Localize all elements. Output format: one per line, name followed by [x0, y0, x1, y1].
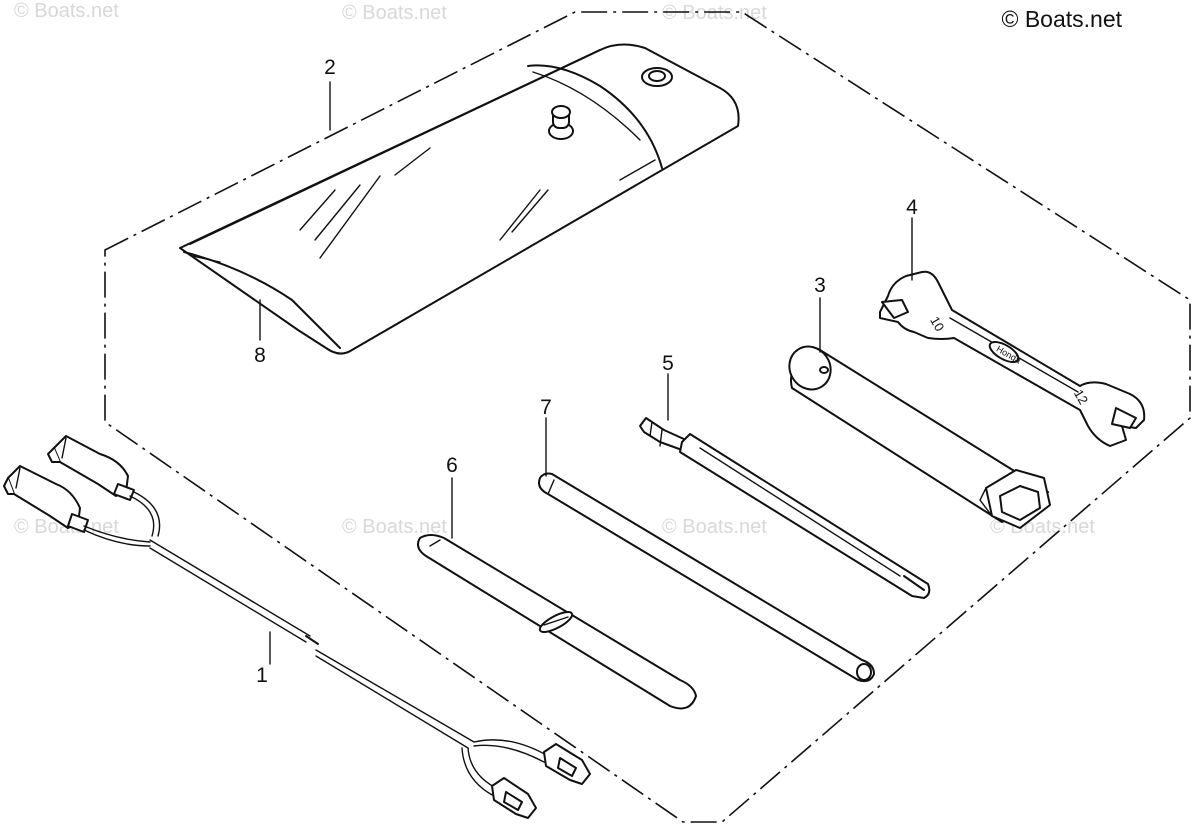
callout-3: 3 [814, 274, 826, 297]
wrench-size-12: 12 [1071, 387, 1091, 407]
screwdriver-icon[interactable] [639, 417, 931, 599]
watermark-mid-center: © Boats.net [342, 516, 447, 538]
spark-plug-wrench-icon[interactable] [781, 339, 1051, 529]
callout-6: 6 [446, 454, 458, 477]
callout-2: 2 [324, 56, 336, 79]
callout-7: 7 [540, 396, 552, 419]
open-end-wrench-icon[interactable]: Honda 10 12 [879, 270, 1146, 447]
emergency-cord-icon[interactable] [3, 435, 591, 819]
callout-1: 1 [256, 664, 268, 687]
tool-bag-icon[interactable] [179, 43, 740, 355]
callout-4: 4 [906, 196, 918, 219]
callout-8: 8 [254, 344, 266, 367]
watermark-mid-right: © Boats.net [662, 516, 767, 538]
handle-bar-icon[interactable] [538, 472, 875, 683]
wrench-size-10: 10 [927, 314, 947, 334]
assembly-boundary [104, 11, 1191, 823]
screwdriver-grip-icon[interactable] [417, 534, 697, 710]
callout-5: 5 [662, 352, 674, 375]
watermark-top-left: © Boats.net [14, 0, 119, 22]
leader-lines [259, 81, 913, 665]
watermark-top-right: © Boats.net [662, 2, 767, 24]
copyright-notice: © Boats.net [1001, 6, 1122, 32]
watermark-top-center: © Boats.net [342, 2, 447, 24]
